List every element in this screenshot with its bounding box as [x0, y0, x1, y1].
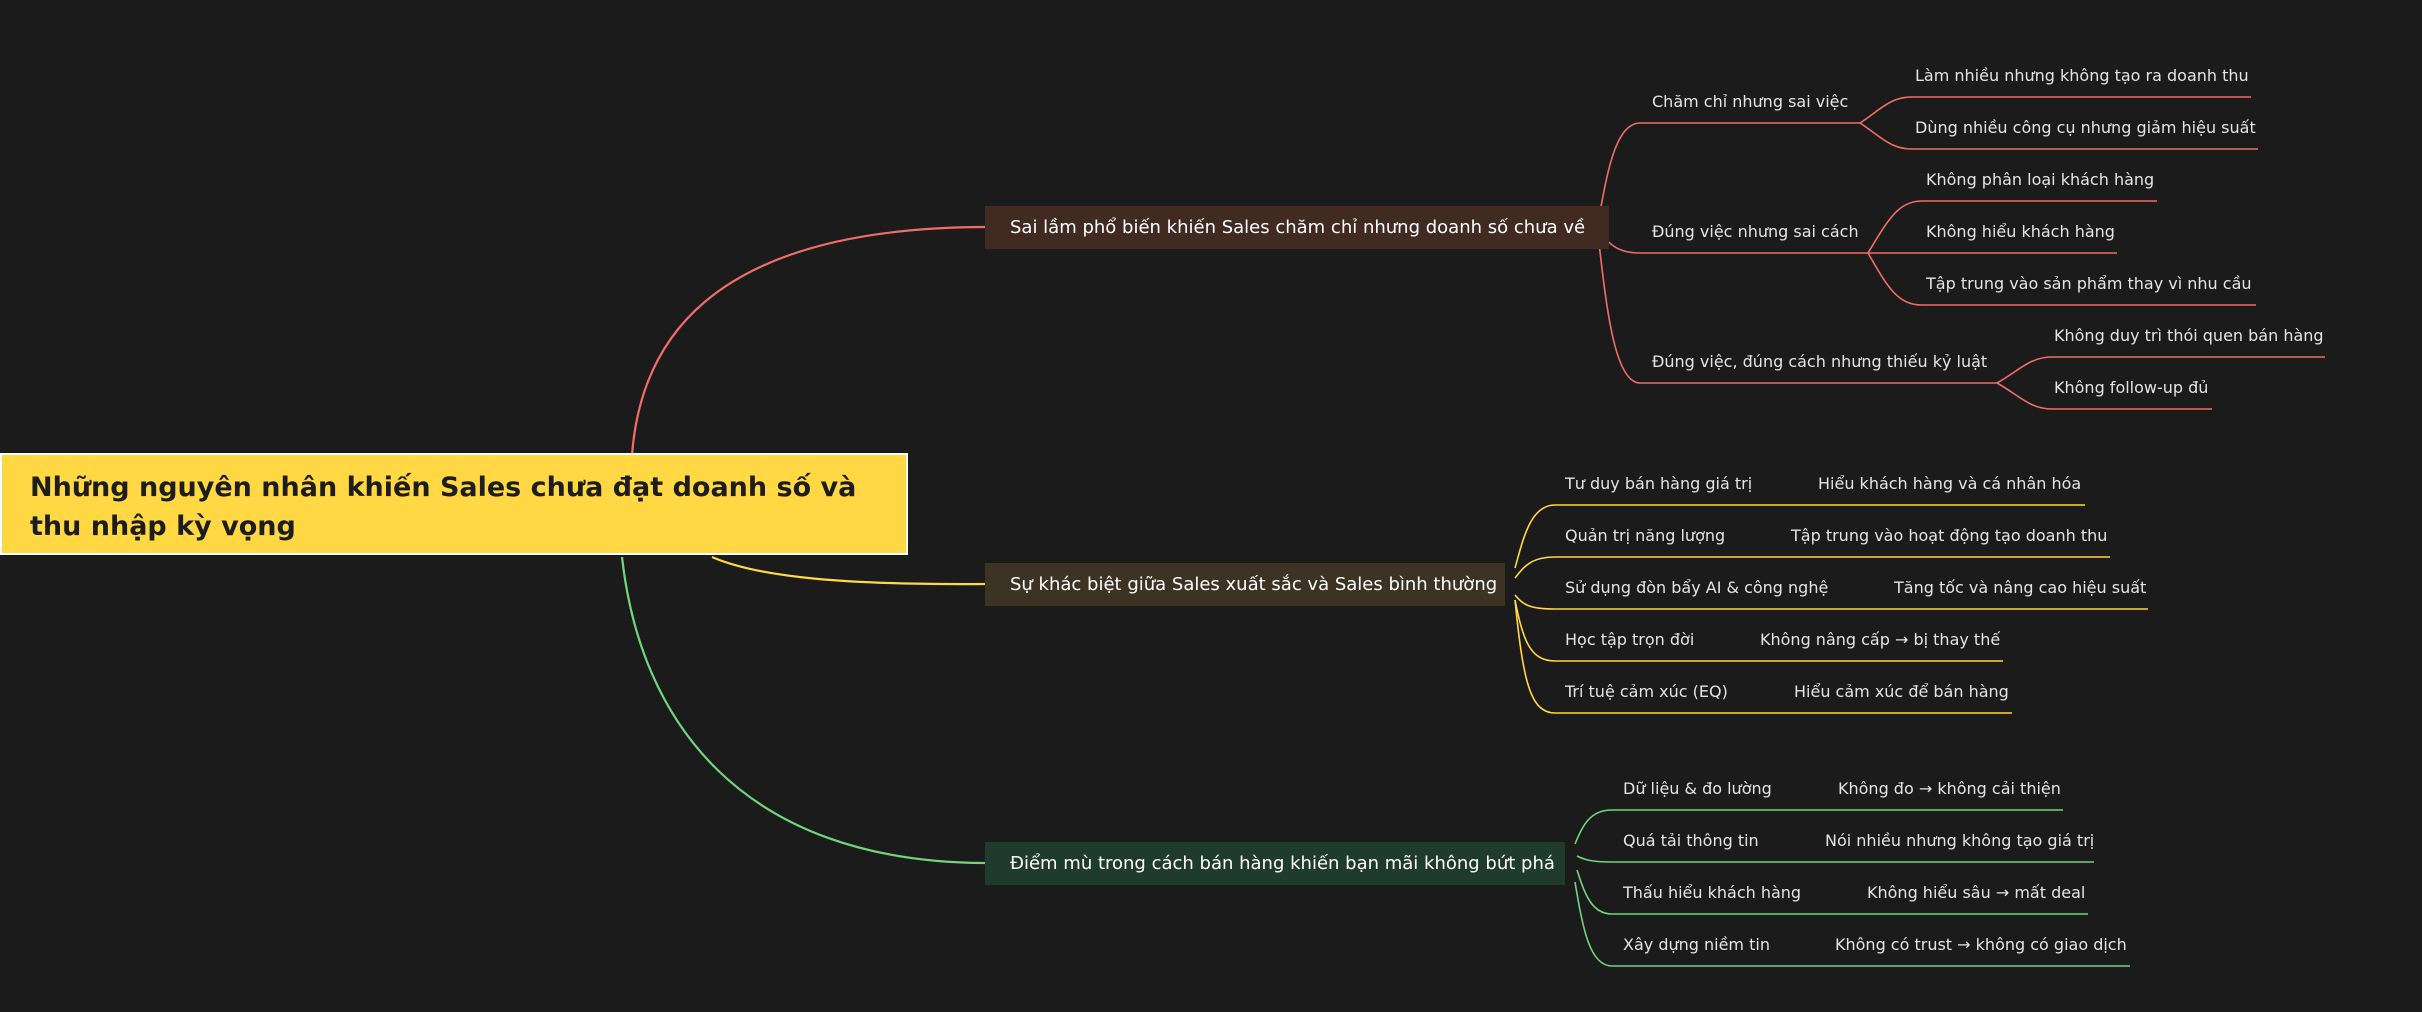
connector-sub-2-leaf-1	[1867, 200, 2157, 254]
connector-branch-2-child-2	[1514, 556, 2110, 579]
leaf-1-2-2[interactable]: Không hiểu khách hàng	[1926, 222, 2115, 241]
connector-branch-1-child-1	[1596, 122, 1860, 228]
subtopic-2-4[interactable]: Học tập trọn đời	[1565, 630, 1695, 649]
subtopic-3-4[interactable]: Xây dựng niềm tin	[1623, 935, 1770, 954]
connector-branch-2-child-5	[1514, 599, 2012, 714]
connector-root-branch-3	[620, 556, 986, 865]
connector-root-branch-2	[711, 555, 986, 586]
leaf-1-3-2[interactable]: Không follow-up đủ	[2054, 378, 2209, 397]
connector-root-branch-1	[630, 225, 986, 456]
root-topic[interactable]: Những nguyên nhân khiến Sales chưa đạt d…	[0, 453, 908, 555]
subtopic-3-1[interactable]: Dữ liệu & đo lường	[1623, 779, 1772, 798]
connector-branch-2-child-1	[1514, 504, 2085, 569]
leaf-2-2-1[interactable]: Tập trung vào hoạt động tạo doanh thu	[1791, 526, 2108, 545]
leaf-1-2-3[interactable]: Tập trung vào sản phẩm thay vì nhu cầu	[1926, 274, 2252, 293]
connector-branch-3-child-1	[1574, 809, 2063, 845]
connector-sub-1-leaf-2	[1859, 122, 2258, 150]
subtopic-1-2[interactable]: Đúng việc nhưng sai cách	[1652, 222, 1859, 241]
leaf-3-1-1[interactable]: Không đo → không cải thiện	[1838, 779, 2061, 798]
subtopic-1-3[interactable]: Đúng việc, đúng cách nhưng thiếu kỷ luật	[1652, 352, 1988, 371]
subtopic-3-3[interactable]: Thấu hiểu khách hàng	[1623, 883, 1802, 902]
leaf-3-4-1[interactable]: Không có trust → không có giao dịch	[1835, 935, 2127, 954]
branch-topic-3[interactable]: Điểm mù trong cách bán hàng khiến bạn mã…	[985, 842, 1565, 885]
leaf-1-1-1[interactable]: Làm nhiều nhưng không tạo ra doanh thu	[1915, 66, 2249, 85]
connector-sub-3-leaf-1	[1996, 356, 2325, 384]
connector-branch-1-child-3	[1596, 226, 1997, 384]
root-topic-line-1: Những nguyên nhân khiến Sales chưa đạt d…	[30, 472, 857, 503]
subtopic-2-3[interactable]: Sử dụng đòn bẩy AI & công nghệ	[1565, 578, 1829, 597]
subtopic-1-1[interactable]: Chăm chỉ nhưng sai việc	[1652, 92, 1849, 111]
connector-branch-3-child-4	[1574, 881, 2130, 967]
subtopic-3-2[interactable]: Quá tải thông tin	[1623, 831, 1759, 850]
leaf-2-5-1[interactable]: Hiểu cảm xúc để bán hàng	[1794, 682, 2009, 701]
leaf-1-1-2[interactable]: Dùng nhiều công cụ nhưng giảm hiệu suất	[1915, 118, 2256, 137]
leaf-2-1-1[interactable]: Hiểu khách hàng và cá nhân hóa	[1818, 474, 2082, 493]
connector-sub-1-leaf-1	[1859, 96, 2251, 124]
leaf-1-3-1[interactable]: Không duy trì thói quen bán hàng	[2054, 326, 2324, 345]
subtopic-2-1[interactable]: Tư duy bán hàng giá trị	[1565, 474, 1753, 493]
connector-branch-2-child-3	[1514, 594, 2148, 610]
connector-branch-3-child-2	[1576, 855, 2094, 863]
leaf-2-3-1[interactable]: Tăng tốc và nâng cao hiệu suất	[1894, 578, 2147, 597]
leaf-3-3-1[interactable]: Không hiểu sâu → mất deal	[1867, 883, 2086, 902]
subtopic-2-5[interactable]: Trí tuệ cảm xúc (EQ)	[1565, 682, 1728, 701]
leaf-3-2-1[interactable]: Nói nhiều nhưng không tạo giá trị	[1825, 831, 2095, 850]
root-topic-line-2: thu nhập kỳ vọng	[30, 511, 296, 542]
leaf-2-4-1[interactable]: Không nâng cấp → bị thay thế	[1760, 630, 2001, 649]
subtopic-2-2[interactable]: Quản trị năng lượng	[1565, 526, 1726, 545]
branch-topic-2[interactable]: Sự khác biệt giữa Sales xuất sắc và Sale…	[985, 563, 1505, 606]
connector-sub-2-leaf-3	[1867, 252, 2256, 306]
connector-sub-3-leaf-2	[1996, 382, 2212, 410]
connector-branch-2-child-4	[1514, 599, 2003, 662]
leaf-1-2-1[interactable]: Không phân loại khách hàng	[1926, 170, 2155, 189]
connector-branch-3-child-3	[1576, 869, 2088, 915]
branch-topic-1[interactable]: Sai lầm phổ biến khiến Sales chăm chỉ nh…	[985, 206, 1609, 249]
